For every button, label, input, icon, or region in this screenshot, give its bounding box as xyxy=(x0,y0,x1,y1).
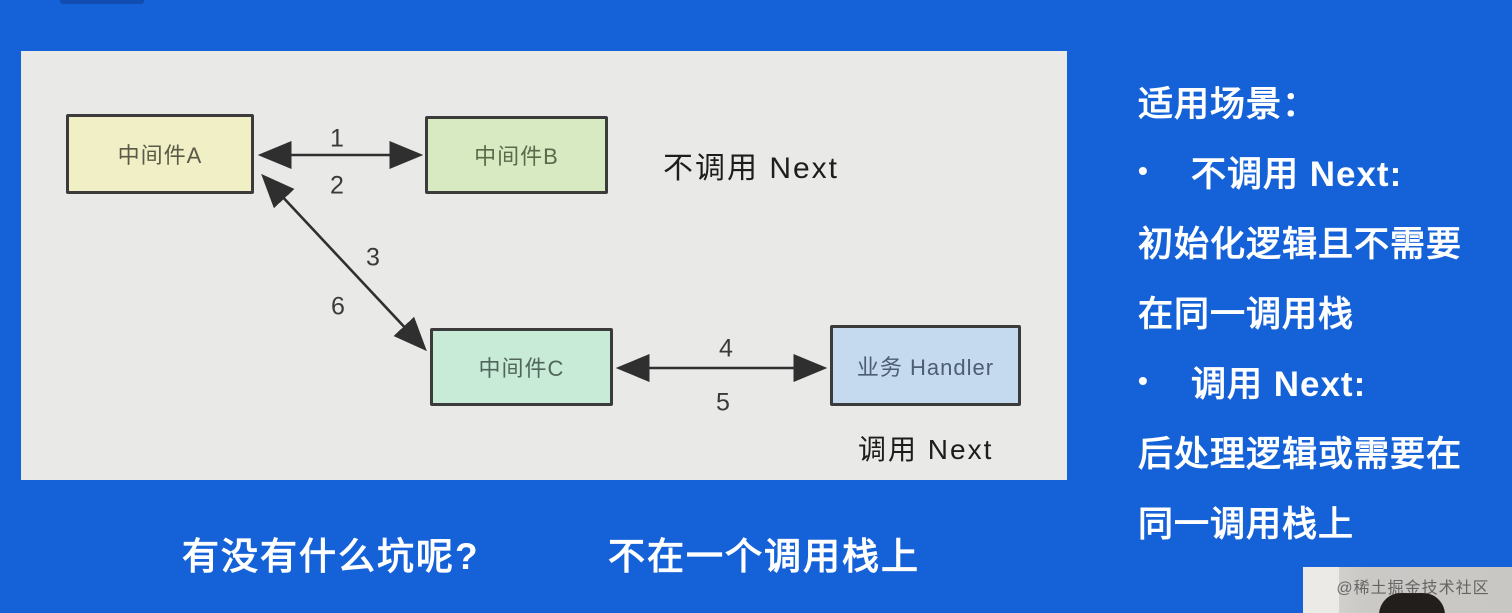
notes-line: 后处理逻辑或需要在 xyxy=(1138,434,1463,474)
middleware-c-box: 中间件C xyxy=(430,328,613,406)
middleware-b-box: 中间件B xyxy=(425,116,608,194)
middleware-c-label: 中间件C xyxy=(478,356,565,381)
arrow-label-6: 6 xyxy=(331,292,345,321)
bullet-icon: • xyxy=(1138,155,1149,186)
notes-line: 在同一调用栈 xyxy=(1138,294,1355,334)
notes-panel: 适用场景： • 不调用 Next: 初始化逻辑且不需要 在同一调用栈 • 调用 … xyxy=(1138,66,1508,556)
business-handler-label: 业务 Handler xyxy=(856,354,995,380)
webcam-background xyxy=(1303,567,1339,613)
notes-line-text: 不调用 Next: xyxy=(1191,154,1403,194)
arrow-label-2: 2 xyxy=(330,171,344,200)
arrows-layer xyxy=(257,140,828,383)
notes-line-text: 调用 Next: xyxy=(1191,364,1367,404)
arrow-label-5: 5 xyxy=(716,388,730,417)
arrow-label-1: 1 xyxy=(330,124,344,153)
arrow-label-4: 4 xyxy=(719,334,733,363)
middleware-a-label: 中间件A xyxy=(117,143,203,168)
arrow-label-3: 3 xyxy=(366,243,380,272)
caption-no-next: 不调用 Next xyxy=(663,152,840,185)
webcam-overlay: @稀土掘金技术社区 xyxy=(1303,567,1512,613)
middleware-b-label: 中间件B xyxy=(474,144,559,169)
person-head xyxy=(1379,593,1445,613)
bullet-icon: • xyxy=(1138,365,1149,396)
notes-title: 适用场景： xyxy=(1138,84,1319,124)
notes-line: 同一调用栈上 xyxy=(1138,504,1355,544)
arrow-a-c xyxy=(261,173,427,352)
caption-call-next: 调用 Next xyxy=(858,434,994,465)
clipped-text-artifact xyxy=(60,0,144,4)
middleware-a-box: 中间件A xyxy=(66,114,254,194)
notes-line-bulleted: • 不调用 Next: xyxy=(1138,136,1508,206)
notes-line: 初始化逻辑且不需要 xyxy=(1138,224,1463,264)
diagram-panel: 中间件A 中间件B 中间件C 业务 Handler 1 2 3 6 4 5 不调… xyxy=(21,51,1067,480)
business-handler-box: 业务 Handler xyxy=(830,325,1021,406)
question-text: 有没有什么坑呢? xyxy=(182,536,480,577)
statement-text: 不在一个调用栈上 xyxy=(608,536,920,577)
watermark: @稀土掘金技术社区 xyxy=(1336,580,1490,597)
notes-line-bulleted: • 调用 Next: xyxy=(1138,346,1508,416)
